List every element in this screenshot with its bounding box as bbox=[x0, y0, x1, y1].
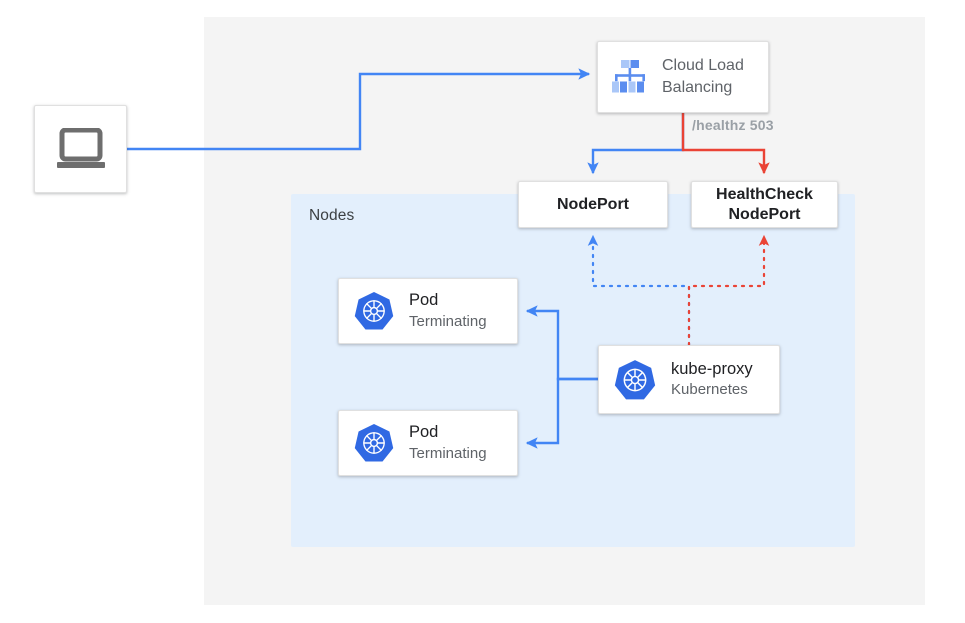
healthz-503-label: /healthz 503 bbox=[692, 117, 774, 133]
healthcheck-nodeport-label: HealthCheck NodePort bbox=[692, 185, 837, 225]
kube-proxy-subtitle: Kubernetes bbox=[671, 381, 748, 399]
pod-text-1: Pod Terminating bbox=[409, 291, 487, 331]
pod-text-2: Pod Terminating bbox=[409, 423, 487, 463]
client-node[interactable] bbox=[34, 105, 127, 193]
pod-status-2: Terminating bbox=[409, 444, 487, 462]
kube-proxy-node[interactable]: kube-proxy Kubernetes bbox=[598, 345, 780, 414]
kubernetes-icon bbox=[353, 422, 395, 464]
cloud-load-balancing-line1: Cloud Load bbox=[662, 57, 744, 75]
nodeport-node[interactable]: NodePort bbox=[518, 181, 668, 228]
kubernetes-icon bbox=[613, 358, 657, 402]
kube-proxy-text: kube-proxy Kubernetes bbox=[671, 360, 753, 400]
cloud-load-balancing-label: Cloud Load Balancing bbox=[662, 55, 744, 98]
nodeport-label: NodePort bbox=[557, 195, 629, 213]
cloud-load-balancing-node[interactable]: Cloud Load Balancing bbox=[597, 41, 769, 113]
kube-proxy-title: kube-proxy bbox=[671, 359, 753, 378]
pod-title-1: Pod bbox=[409, 291, 439, 310]
laptop-icon bbox=[55, 128, 107, 170]
pod-node-2[interactable]: Pod Terminating bbox=[338, 410, 518, 476]
healthcheck-nodeport-line2: NodePort bbox=[728, 205, 801, 223]
pod-status-1: Terminating bbox=[409, 312, 487, 330]
kubernetes-icon bbox=[353, 290, 395, 332]
pod-title-2: Pod bbox=[409, 423, 439, 442]
nodes-panel-label: Nodes bbox=[309, 207, 355, 224]
cloud-load-balancing-icon bbox=[610, 59, 650, 95]
cloud-load-balancing-line2: Balancing bbox=[662, 79, 733, 96]
healthcheck-nodeport-node[interactable]: HealthCheck NodePort bbox=[691, 181, 838, 228]
healthcheck-nodeport-line1: HealthCheck bbox=[716, 185, 813, 203]
pod-node-1[interactable]: Pod Terminating bbox=[338, 278, 518, 344]
